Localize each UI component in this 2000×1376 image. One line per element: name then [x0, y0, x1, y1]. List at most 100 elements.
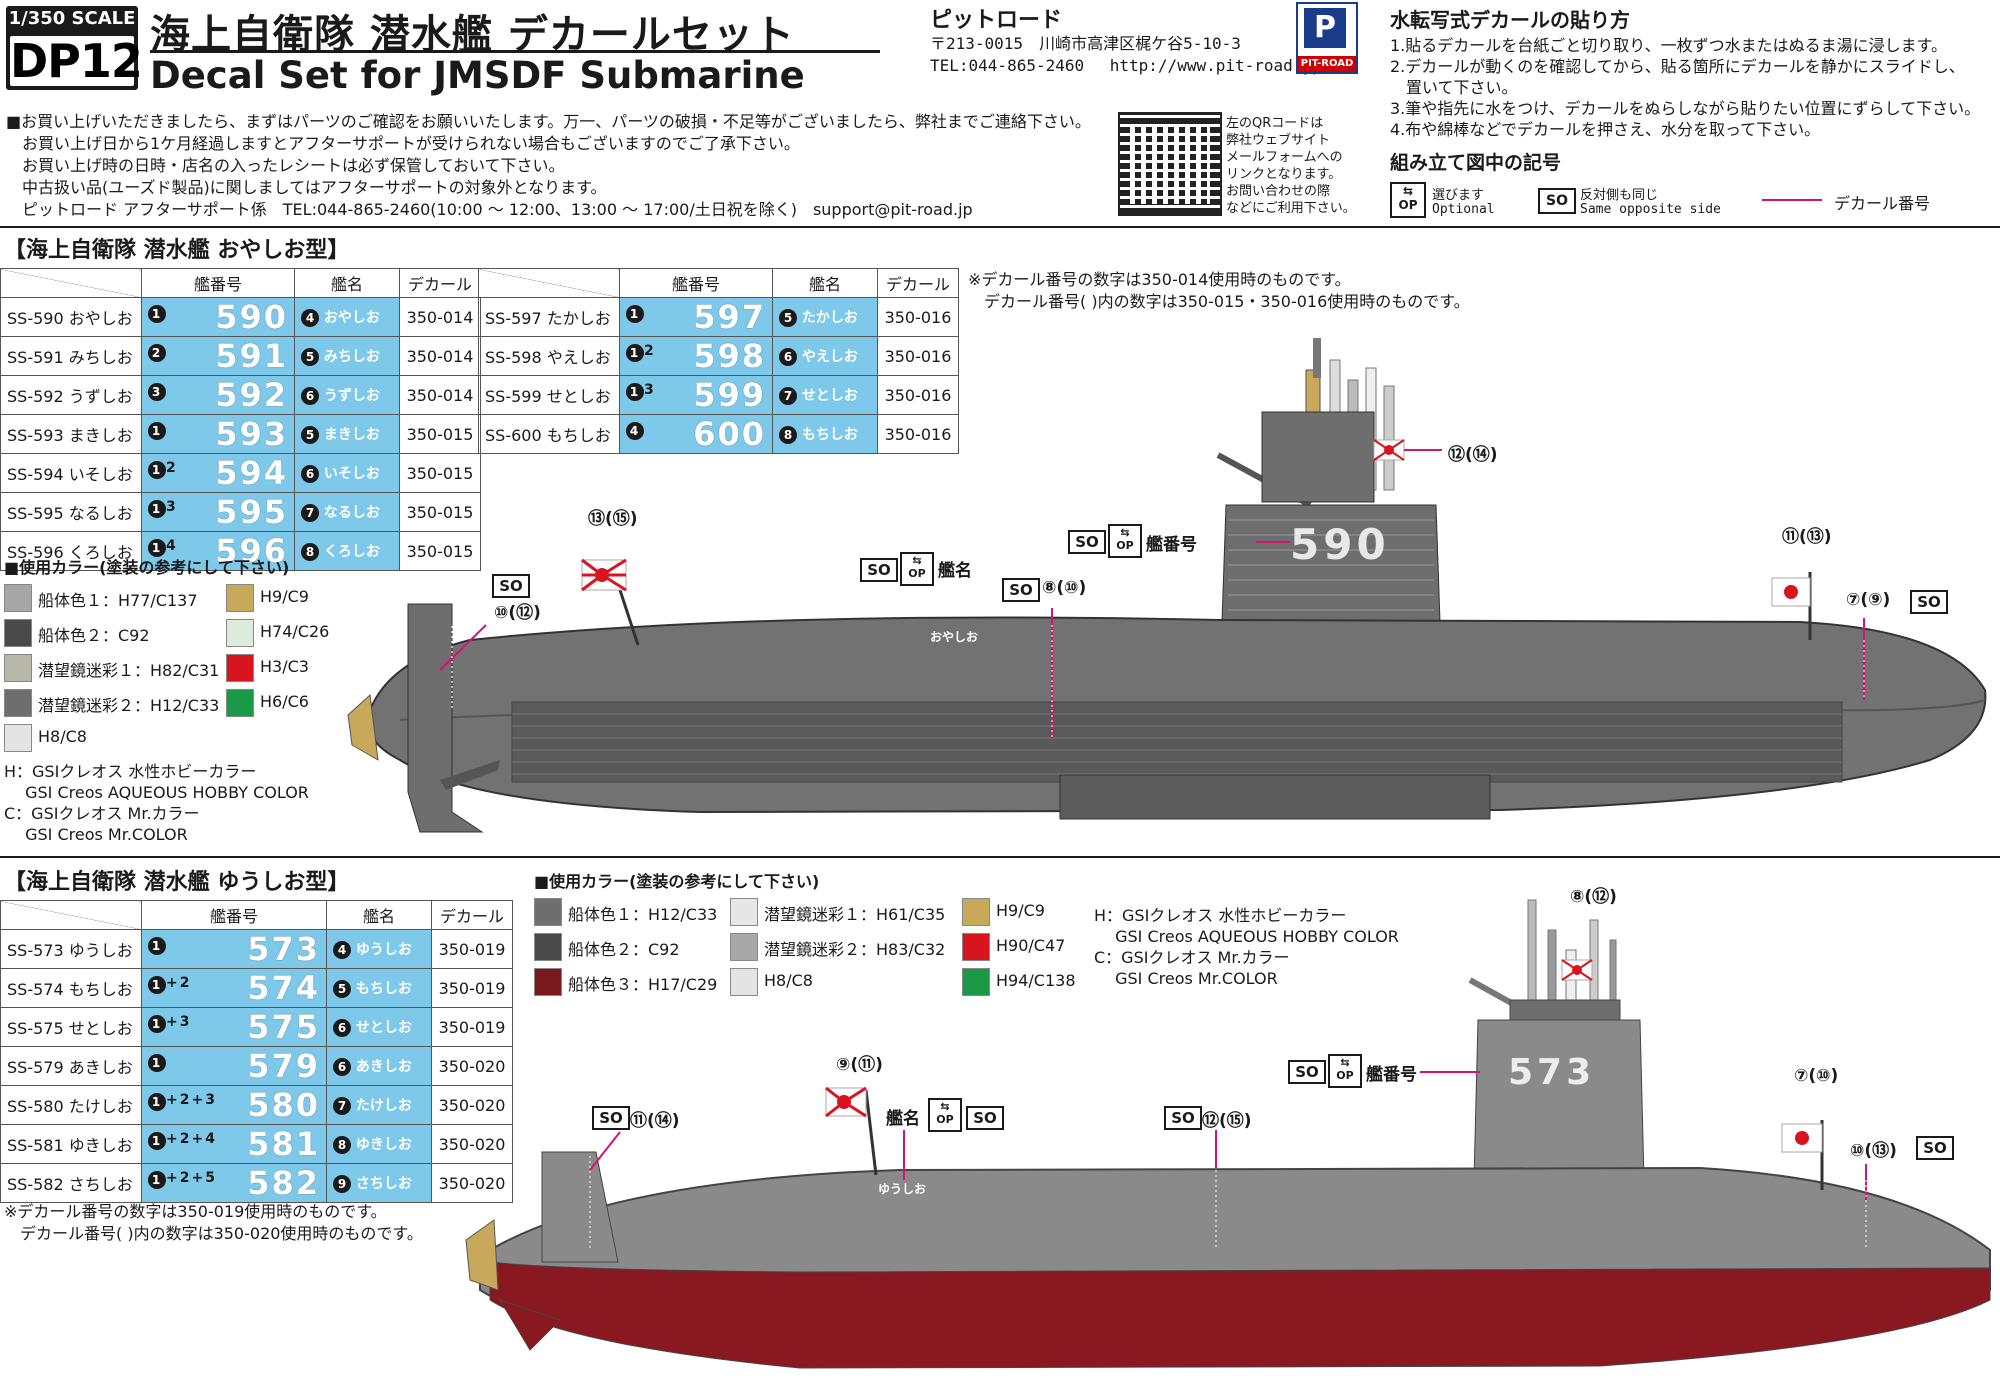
- instructions-title: 水転写式デカールの貼り方: [1390, 8, 1630, 32]
- col-header: 艦番号: [141, 900, 327, 930]
- instruction-line: 2.デカールが動くのを確認してから、貼る箇所にデカールを静かにスライドし、: [1390, 57, 1965, 76]
- yushio-hull-number: 573: [1508, 1052, 1596, 1093]
- decal-number-badge: 1: [148, 1132, 166, 1150]
- instruction-line: 1.貼るデカールを台紙ごと切り取り、一枚ずつ水またはぬるま湯に浸します。: [1390, 36, 1948, 55]
- ship-name-kana: もちしお: [801, 427, 858, 443]
- notice-line: お買い上げ時の日時・店名の入ったレシートは必ず保管しておいて下さい。: [6, 156, 565, 175]
- table-header-row: 艦番号 艦名 デカール: [0, 268, 481, 298]
- color-label: H8/C8: [764, 971, 813, 990]
- decal-combo: +2+5: [166, 1170, 217, 1186]
- col-header: 艦名: [772, 268, 878, 298]
- ship-name-decal-cell: 6 うずしお: [294, 375, 400, 415]
- scale-badge: 1/350 SCALE DP12: [6, 6, 143, 90]
- so-tag: SO: [592, 1106, 630, 1130]
- ship-name-cell: SS-590 おやしお: [0, 297, 142, 337]
- decal-number-badge: 1: [148, 422, 166, 440]
- ship-name-decal-cell: 4 おやしお: [294, 297, 400, 337]
- section-title-oyashio: 【海上自衛隊 潜水艦 おやしお型】: [4, 238, 350, 263]
- ship-name-decal-cell: 8 ゆきしお: [326, 1124, 432, 1164]
- optional-symbol-icon: ⇆OP: [1108, 524, 1142, 558]
- callout-rudder: ⑩(⑫): [494, 603, 541, 623]
- symbols-title: 組み立て図中の記号: [1390, 152, 1562, 174]
- paint-note: GSI Creos Mr.COLOR: [4, 825, 188, 844]
- decal-sheet-cell: 350-015: [399, 492, 481, 532]
- logo-text: PIT-ROAD: [1298, 56, 1356, 72]
- hull-number: 575: [247, 1008, 320, 1046]
- callout-flag-aft: ⑨(⑪): [836, 1055, 883, 1075]
- decal-number-badge: 8: [779, 426, 797, 444]
- ship-name-cell: SS-594 いそしお: [0, 453, 142, 493]
- qr-text: リンクとなります。: [1226, 167, 1342, 182]
- color-label: H3/C3: [260, 657, 309, 676]
- qr-code-icon[interactable]: [1118, 112, 1222, 216]
- decal-number-badge: 4: [333, 941, 351, 959]
- ship-name-decal-cell: 6 いそしお: [294, 453, 400, 493]
- company-tel-url[interactable]: TEL:044-865-2460 http://www.pit-road.jp/: [930, 56, 1332, 75]
- color-label: 船体色２：C92: [568, 940, 680, 959]
- decal-number-badge: 6: [301, 465, 319, 483]
- oyashio-note: ※デカール番号の数字は350-014使用時のものです。: [968, 270, 1351, 289]
- hull-number: 581: [247, 1125, 320, 1163]
- notice-line[interactable]: ピットロード アフターサポート係 TEL:044-865-2460(10:00 …: [6, 200, 973, 219]
- ship-name-decal-cell: 8 もちしお: [772, 414, 878, 454]
- hull-number: 597: [693, 298, 766, 336]
- same-opposite-symbol: SO: [1538, 188, 1576, 214]
- decal-combo: 3: [644, 382, 656, 398]
- color-swatch: [4, 654, 32, 682]
- decal-number-badge: 2: [148, 344, 166, 362]
- ship-name-kana: やえしお: [801, 349, 858, 365]
- ship-name-decal-cell: 7 なるしお: [294, 492, 400, 532]
- color-swatch: [4, 689, 32, 717]
- op-label: OP: [1398, 198, 1418, 212]
- decal-number-badge: 3: [148, 383, 166, 401]
- col-header: 艦番号: [141, 268, 295, 298]
- callout-flag-bow: ⑪(⑬): [1782, 527, 1832, 547]
- hull-number: 595: [215, 493, 288, 531]
- table-header-row: 艦番号 艦名 デカール: [0, 900, 513, 930]
- oyashio-colors-title: ■使用カラー(塗装の参考にして下さい): [4, 558, 290, 577]
- hull-number: 599: [693, 376, 766, 414]
- hull-number: 593: [215, 415, 288, 453]
- color-label: 船体色１：H12/C33: [568, 905, 718, 924]
- ship-name-decal-cell: 5 まきしお: [294, 414, 400, 454]
- color-swatch: [226, 654, 254, 682]
- decal-number-badge: 1: [626, 344, 644, 362]
- decal-number-badge: 5: [301, 426, 319, 444]
- decal-number-badge: 9: [333, 1175, 351, 1193]
- ship-name-cell: SS-575 せとしお: [0, 1007, 142, 1047]
- section-title-yushio: 【海上自衛隊 潜水艦 ゆうしお型】: [4, 870, 350, 895]
- qr-text: などにご利用下さい。: [1226, 201, 1356, 216]
- decal-number-badge: 6: [333, 1058, 351, 1076]
- so-tag: SO: [1068, 530, 1106, 554]
- decal-sheet-cell: 350-015: [399, 414, 481, 454]
- decal-combo: +2: [166, 975, 192, 991]
- color-swatch: [534, 898, 562, 926]
- ship-name-decal-cell: 8 くろしお: [294, 531, 400, 571]
- decal-number-badge: 6: [779, 348, 797, 366]
- ship-name-decal-cell: 9 さちしお: [326, 1163, 432, 1203]
- table-corner: [478, 268, 620, 298]
- col-header: 艦名: [294, 268, 400, 298]
- ship-name-cell: SS-581 ゆきしお: [0, 1124, 142, 1164]
- scale-label: 1/350 SCALE: [8, 8, 136, 29]
- decal-sheet-cell: 350-015: [399, 531, 481, 571]
- color-label: 船体色２：C92: [38, 626, 150, 645]
- color-label: 船体色１：H77/C137: [38, 591, 198, 610]
- decal-sheet-cell: 350-020: [431, 1085, 513, 1125]
- so-desc-en: Same opposite side: [1580, 202, 1721, 217]
- ship-name-kana: いそしお: [323, 466, 380, 482]
- decal-sheet-cell: 350-019: [431, 1007, 513, 1047]
- instruction-line: 置いて下さい。: [1390, 78, 1518, 97]
